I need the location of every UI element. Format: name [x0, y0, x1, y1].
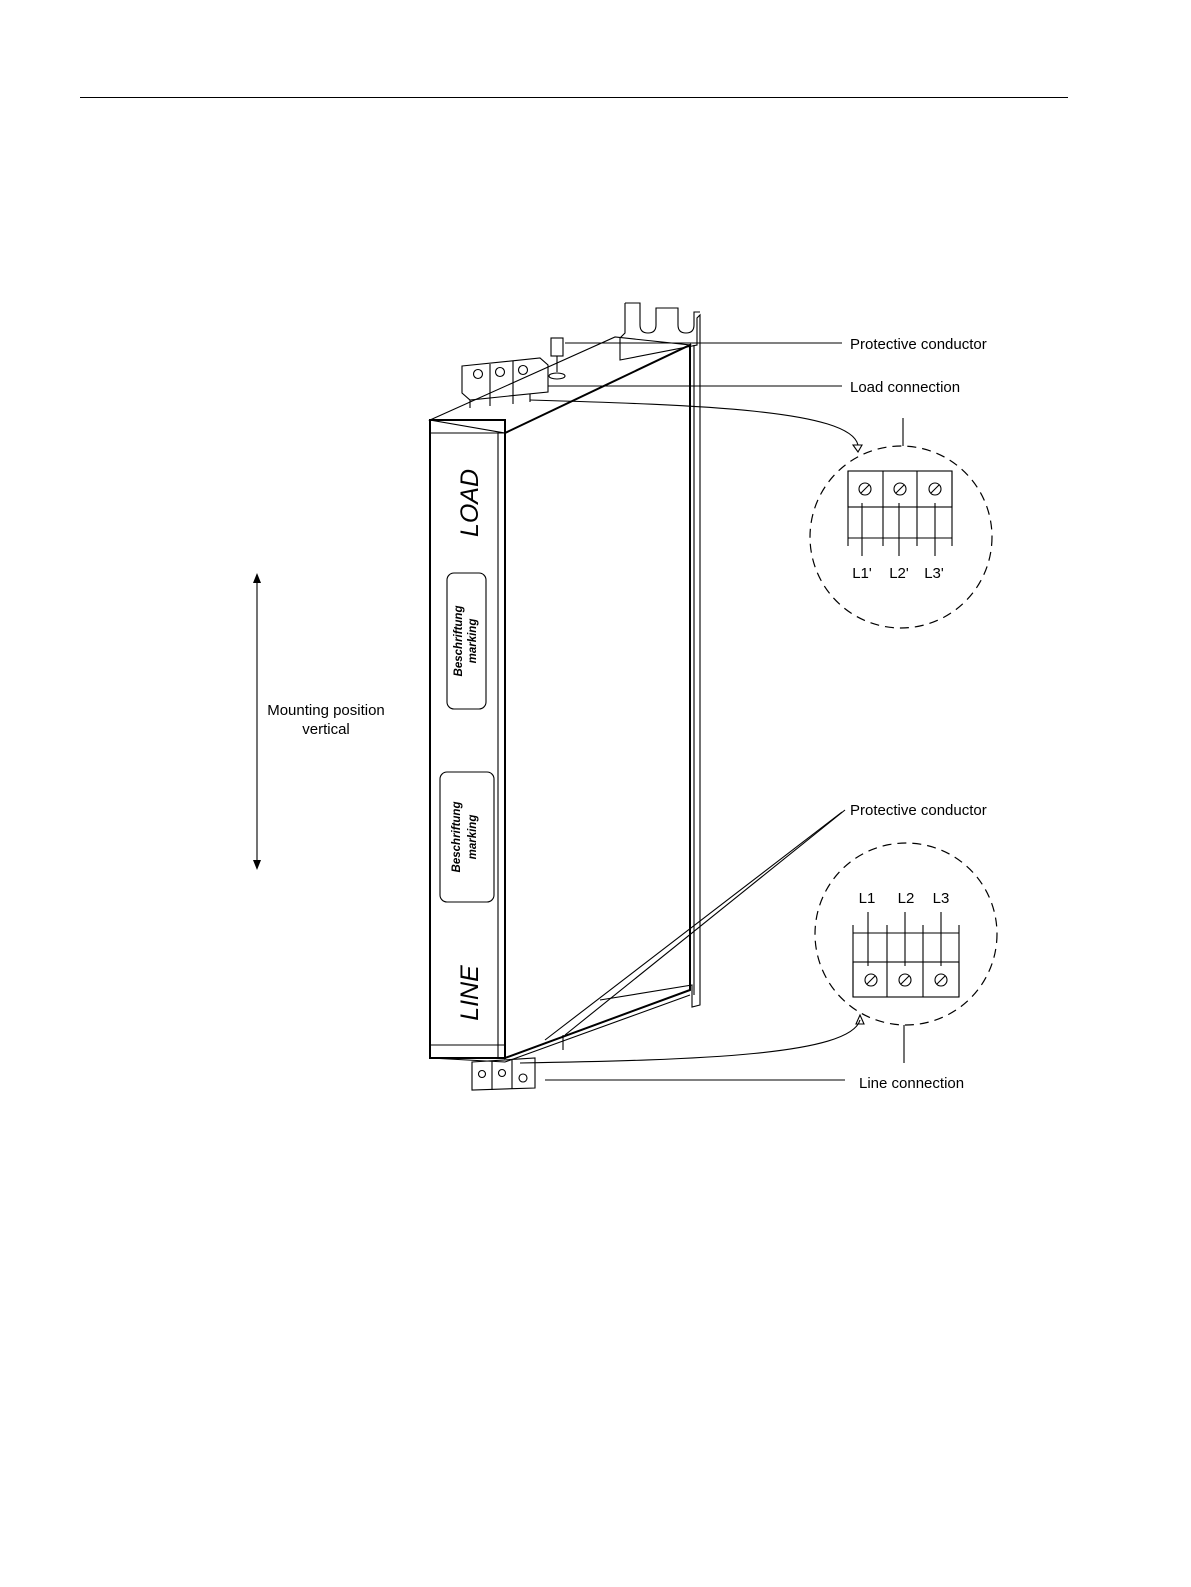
screw-icon [929, 483, 941, 495]
svg-text:marking: marking [467, 815, 479, 860]
label-protective-conductor-top: Protective conductor [850, 336, 987, 353]
line-terminal-label: L2 [898, 890, 915, 907]
line-text: LINE [456, 965, 484, 1021]
label-mounting-position: Mounting position [267, 702, 385, 719]
leader-protective-bottom-1 [565, 810, 845, 1035]
filter-device: LOAD LINE Beschriftung marking Beschrift… [430, 303, 700, 1090]
load-terminal-detail: L1' L2' L3' [810, 446, 992, 628]
svg-text:marking: marking [467, 619, 479, 664]
label-protective-conductor-bottom: Protective conductor [850, 802, 987, 819]
label-line-connection: Line connection [859, 1075, 964, 1092]
protective-conductor-stud [549, 338, 565, 379]
load-terminal-label: L1' [852, 565, 872, 582]
marking-plate-1: Beschriftung marking [447, 573, 486, 709]
label-load-connection: Load connection [850, 379, 960, 396]
load-text: LOAD [456, 469, 484, 537]
line-zoom-arrow [856, 1015, 864, 1024]
screw-icon [894, 483, 906, 495]
screw-icon [859, 483, 871, 495]
load-terminal-label: L2' [889, 565, 909, 582]
svg-text:Beschriftung: Beschriftung [451, 802, 463, 873]
line-terminal-label: L1 [859, 890, 876, 907]
load-zoom-arrow [853, 445, 862, 452]
svg-text:Beschriftung: Beschriftung [453, 606, 465, 677]
screw-icon [899, 974, 911, 986]
screw-icon [865, 974, 877, 986]
load-terminal-label: L3' [924, 565, 944, 582]
screw-icon [935, 974, 947, 986]
marking-plate-2: Beschriftung marking [440, 772, 494, 902]
line-terminal-label: L3 [933, 890, 950, 907]
mounting-position-arrow [253, 573, 261, 870]
line-terminal-detail: L1 L2 L3 [815, 843, 997, 1025]
line-zoom-curve [520, 1020, 860, 1063]
label-mounting-vertical: vertical [302, 721, 350, 738]
